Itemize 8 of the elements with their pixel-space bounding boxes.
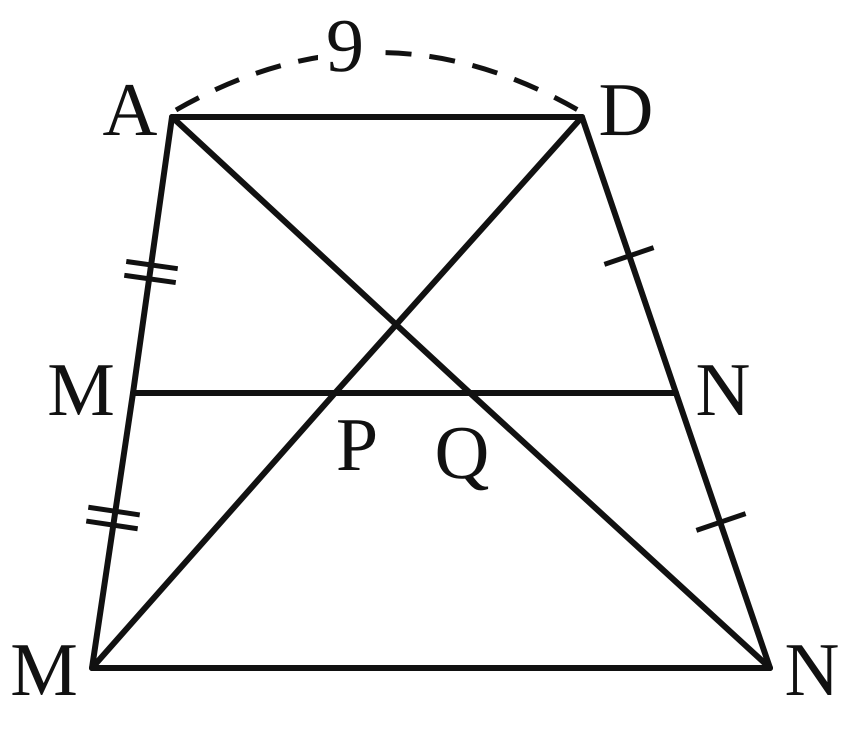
point-label: M — [36, 352, 126, 428]
point-label: A — [98, 72, 162, 148]
point-label: N — [684, 352, 762, 428]
point-label: Q — [426, 408, 498, 498]
point-label: M — [0, 632, 88, 708]
point-label: D — [592, 72, 660, 148]
point-label: P — [326, 408, 388, 482]
point-label: N — [774, 632, 850, 708]
